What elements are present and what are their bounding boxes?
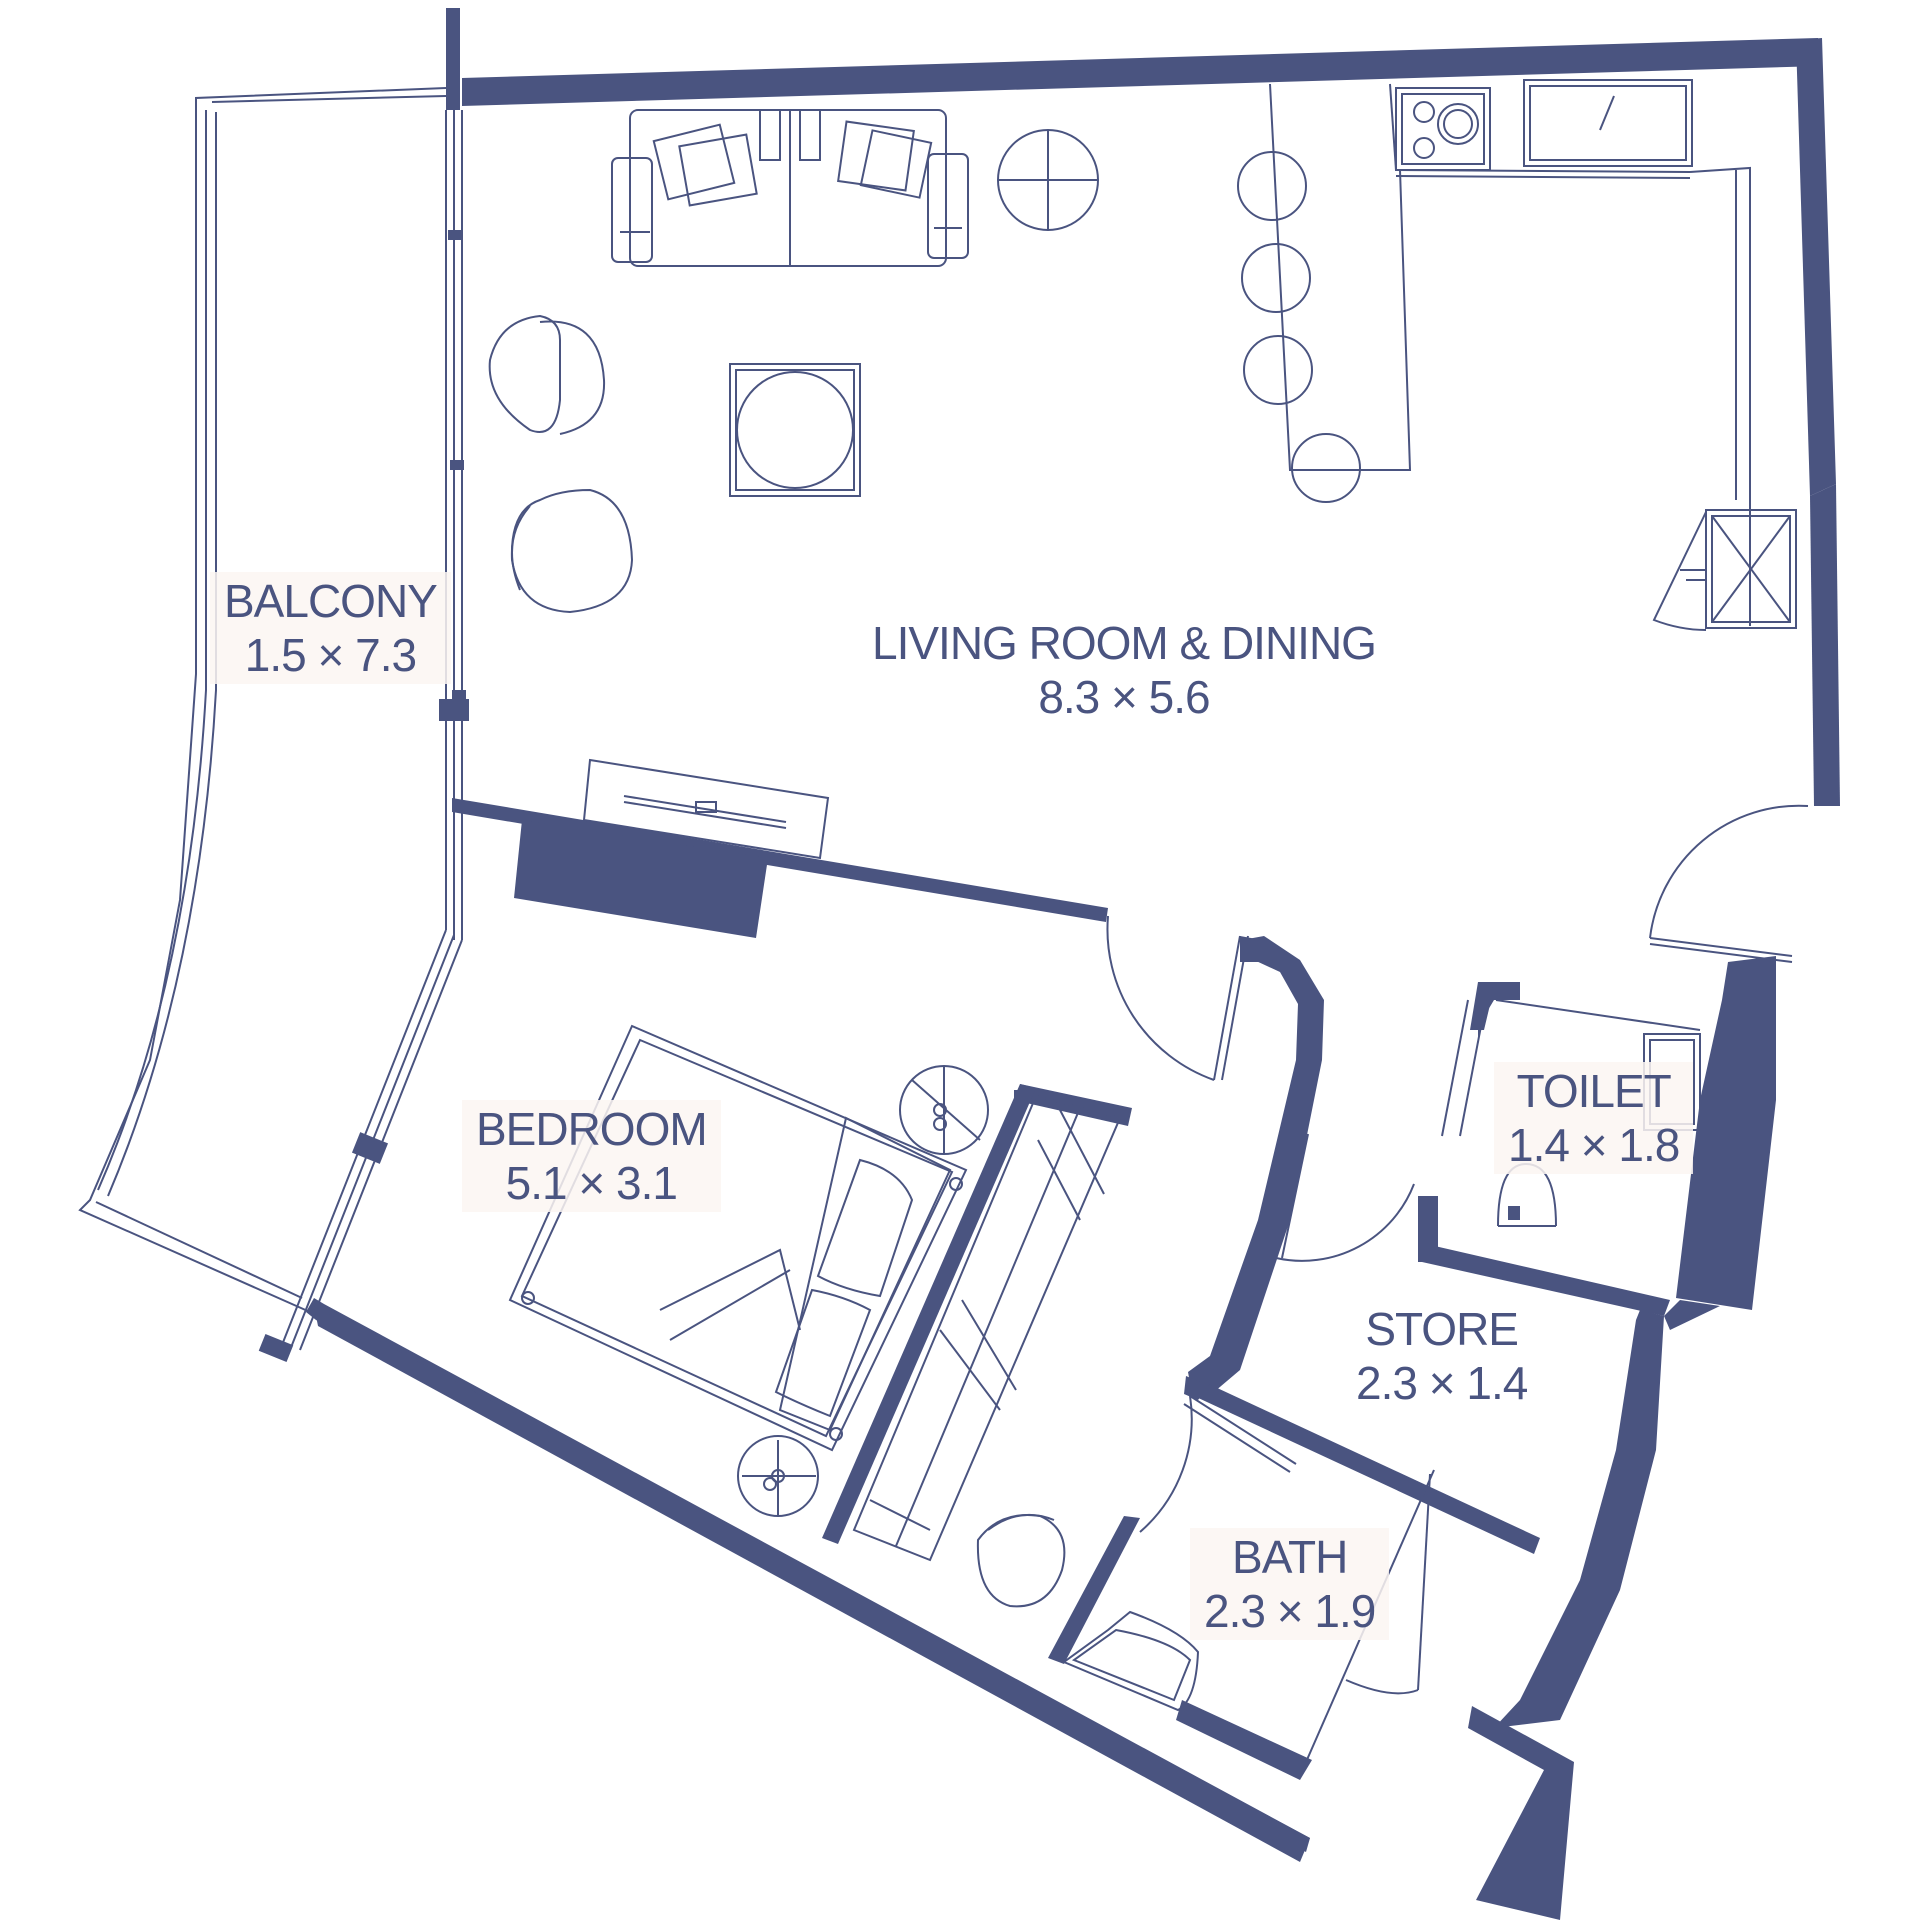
room-label-toilet: TOILET 1.4 × 1.8 (1494, 1062, 1694, 1174)
store-outline (1495, 999, 1701, 1031)
room-size: 8.3 × 5.6 (1038, 671, 1210, 723)
room-name: BALCONY (224, 575, 438, 627)
tv-unit-icon (582, 758, 830, 860)
balcony-outline (78, 87, 469, 1362)
room-size: 2.3 × 1.9 (1204, 1585, 1376, 1637)
room-label-store: STORE 2.3 × 1.4 (1356, 1302, 1528, 1410)
room-name: LIVING ROOM & DINING (872, 617, 1377, 669)
room-name: BATH (1232, 1531, 1348, 1583)
door-swing-icon (1139, 1395, 1297, 1533)
room-label-living: LIVING ROOM & DINING 8.3 × 5.6 (872, 616, 1377, 724)
washbasin-icon (1061, 1610, 1200, 1712)
armchair-icon (488, 314, 634, 614)
room-name: BEDROOM (476, 1103, 708, 1155)
room-label-bedroom: BEDROOM 5.1 × 3.1 (462, 1100, 721, 1212)
fridge-icon (1652, 509, 1797, 631)
sofa-icon (611, 109, 969, 267)
room-size: 1.4 × 1.8 (1508, 1119, 1680, 1171)
cooktop-icon (1395, 87, 1491, 171)
room-size: 5.1 × 3.1 (505, 1157, 678, 1209)
wardrobe-icon (852, 1094, 1122, 1562)
walls (306, 8, 1840, 1920)
coffee-table-icon (997, 129, 1099, 231)
room-size: 2.3 × 1.4 (1356, 1357, 1528, 1409)
nightstand-icon (737, 1065, 989, 1517)
door-swing-icon (1106, 915, 1249, 1081)
door-swing-icon (1275, 1133, 1415, 1262)
room-name: STORE (1365, 1303, 1519, 1355)
dining-table-icon (729, 363, 861, 497)
sink-icon (1523, 79, 1693, 167)
room-label-bath: BATH 2.3 × 1.9 (1190, 1528, 1390, 1640)
room-label-balcony: BALCONY 1.5 × 7.3 (210, 572, 451, 684)
door-swing-icon (1649, 804, 1809, 963)
room-size: 1.5 × 7.3 (244, 629, 417, 681)
room-name: TOILET (1516, 1065, 1672, 1117)
chair-icon (976, 1513, 1066, 1608)
bar-stool-icon (1237, 151, 1361, 503)
door-swing-icon (1441, 999, 1487, 1137)
